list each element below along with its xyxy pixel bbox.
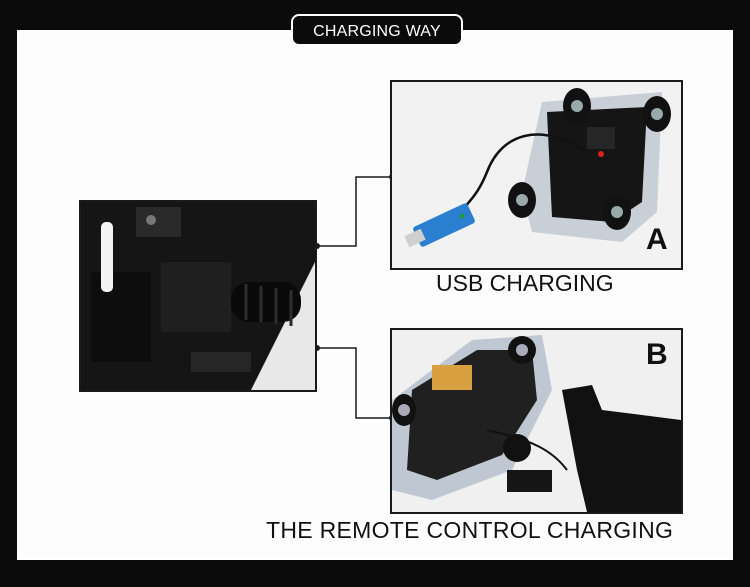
bottom-rule	[17, 557, 733, 560]
page-title: CHARGING WAY	[291, 14, 463, 46]
remote-charging-caption: THE REMOTE CONTROL CHARGING	[266, 517, 674, 543]
section-b-label: B	[646, 338, 668, 371]
usb-charging-photo	[390, 80, 683, 270]
charging-port-closeup-photo	[79, 200, 317, 392]
remote-control-charging-photo	[390, 328, 683, 514]
usb-charging-caption: USB CHARGING	[436, 270, 614, 296]
connector-to-usb	[317, 176, 392, 247]
section-a-label: A	[646, 223, 668, 256]
connector-to-remote	[317, 347, 392, 419]
